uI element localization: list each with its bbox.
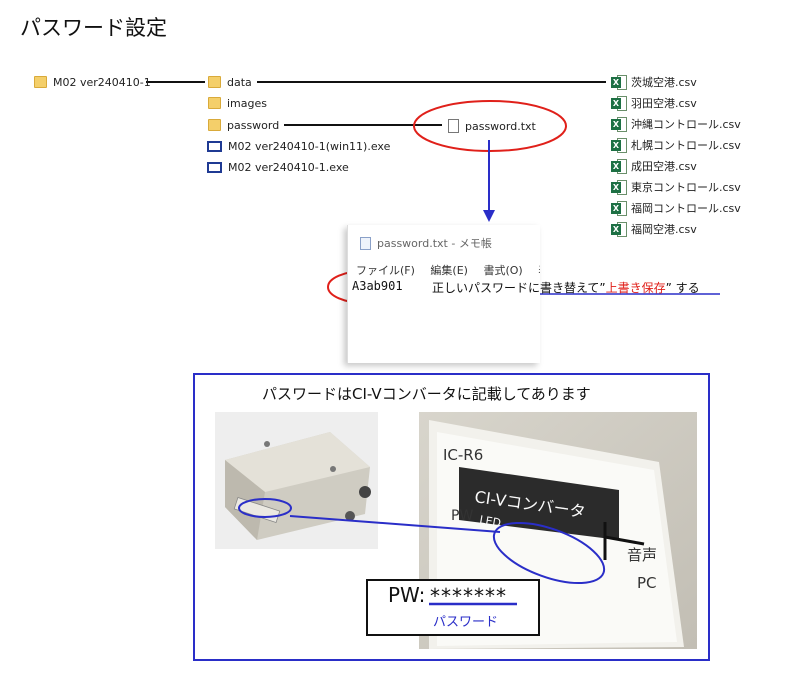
converter-heading: パスワードはCI-Vコンバータに記載してあります [262,385,591,403]
notepad-title: password.txt - メモ帳 [377,237,492,250]
excel-icon: X [611,137,627,153]
csv-file-item[interactable]: X 沖縄コントロール.csv [611,116,741,132]
application-icon [207,161,222,173]
notepad-menubar: ファイル(F) 編集(E) 書式(O) 表示 [356,262,540,278]
notepad-titlebar: password.txt - メモ帳 [360,235,492,251]
csv-file-item[interactable]: X 羽田空港.csv [611,95,697,111]
tree-item-exe[interactable]: M02 ver240410-1.exe [207,159,349,175]
pw-callout-prefix: PW: [388,583,426,607]
folder-icon [34,76,47,88]
tree-item-password[interactable]: password [208,117,279,133]
csv-file-item[interactable]: X 成田空港.csv [611,158,697,174]
svg-text:IC-R6: IC-R6 [443,446,483,464]
csv-file-label: 羽田空港.csv [631,97,697,110]
svg-text:PC: PC [637,574,657,592]
csv-file-label: 札幌コントロール.csv [631,139,741,152]
instruction-open-quote: ” [599,281,606,295]
menu-view[interactable]: 表示 [538,264,540,277]
notepad-window: password.txt - メモ帳 ファイル(F) 編集(E) 書式(O) 表… [347,225,540,363]
folder-icon [208,76,221,88]
instruction-pre: 正しいパスワードに書き替えて [432,281,600,295]
csv-file-label: 茨城空港.csv [631,76,697,89]
tree-item-images[interactable]: images [208,95,267,111]
tree-item-label: data [227,75,252,89]
tree-root-label: M02 ver240410-1 [53,75,151,89]
tree-item-data[interactable]: data [208,74,252,90]
notepad-content[interactable]: A3ab901 [352,279,403,293]
csv-file-label: 福岡コントロール.csv [631,202,741,215]
csv-file-item[interactable]: X 福岡空港.csv [611,221,697,237]
csv-file-label: 福岡空港.csv [631,223,697,236]
tree-root-folder[interactable]: M02 ver240410-1 [34,74,151,90]
notepad-icon [360,236,371,250]
excel-icon: X [611,221,627,237]
excel-icon: X [611,95,627,111]
instruction-close-quote: ” [665,281,672,295]
page-title: パスワード設定 [20,16,167,40]
excel-icon: X [611,200,627,216]
excel-icon: X [611,158,627,174]
folder-icon [208,119,221,131]
excel-icon: X [611,74,627,90]
photo-connector-line [289,515,501,533]
pw-callout-caption: パスワード [433,615,499,630]
csv-file-label: 東京コントロール.csv [631,181,741,194]
csv-file-item[interactable]: X 東京コントロール.csv [611,179,741,195]
application-icon [207,140,222,152]
menu-format[interactable]: 書式(O) [483,264,523,277]
folder-icon [208,97,221,109]
menu-file[interactable]: ファイル(F) [356,264,415,277]
svg-text:LED: LED [478,513,501,530]
csv-file-item[interactable]: X 福岡コントロール.csv [611,200,741,216]
svg-text:音声: 音声 [627,546,657,564]
tree-item-label: M02 ver240410-1(win11).exe [228,139,391,153]
menu-edit[interactable]: 編集(E) [430,264,468,277]
instruction-highlight: 上書き保存 [605,281,666,295]
csv-file-label: 成田空港.csv [631,160,697,173]
pw-callout-box [366,579,540,636]
csv-file-label: 沖縄コントロール.csv [631,118,741,131]
excel-icon: X [611,179,627,195]
converter-photo-small-svg [215,412,378,549]
excel-icon: X [611,116,627,132]
password-file-label: password.txt [465,119,536,133]
password-file[interactable]: password.txt [448,118,536,134]
tree-item-label: images [227,96,267,110]
svg-text:PW: PW [451,508,473,524]
instruction-post: する [671,281,700,295]
file-to-notepad-arrowhead [483,210,495,222]
text-file-icon [448,119,459,133]
tree-item-exe-win11[interactable]: M02 ver240410-1(win11).exe [207,138,390,154]
csv-file-item[interactable]: X 札幌コントロール.csv [611,137,741,153]
instruction-text: 正しいパスワードに書き替えて”上書き保存” する [432,279,700,296]
tree-item-label: M02 ver240410-1.exe [228,160,349,174]
converter-photo-small [215,412,378,549]
tree-item-label: password [227,118,280,132]
csv-file-item[interactable]: X 茨城空港.csv [611,74,697,90]
